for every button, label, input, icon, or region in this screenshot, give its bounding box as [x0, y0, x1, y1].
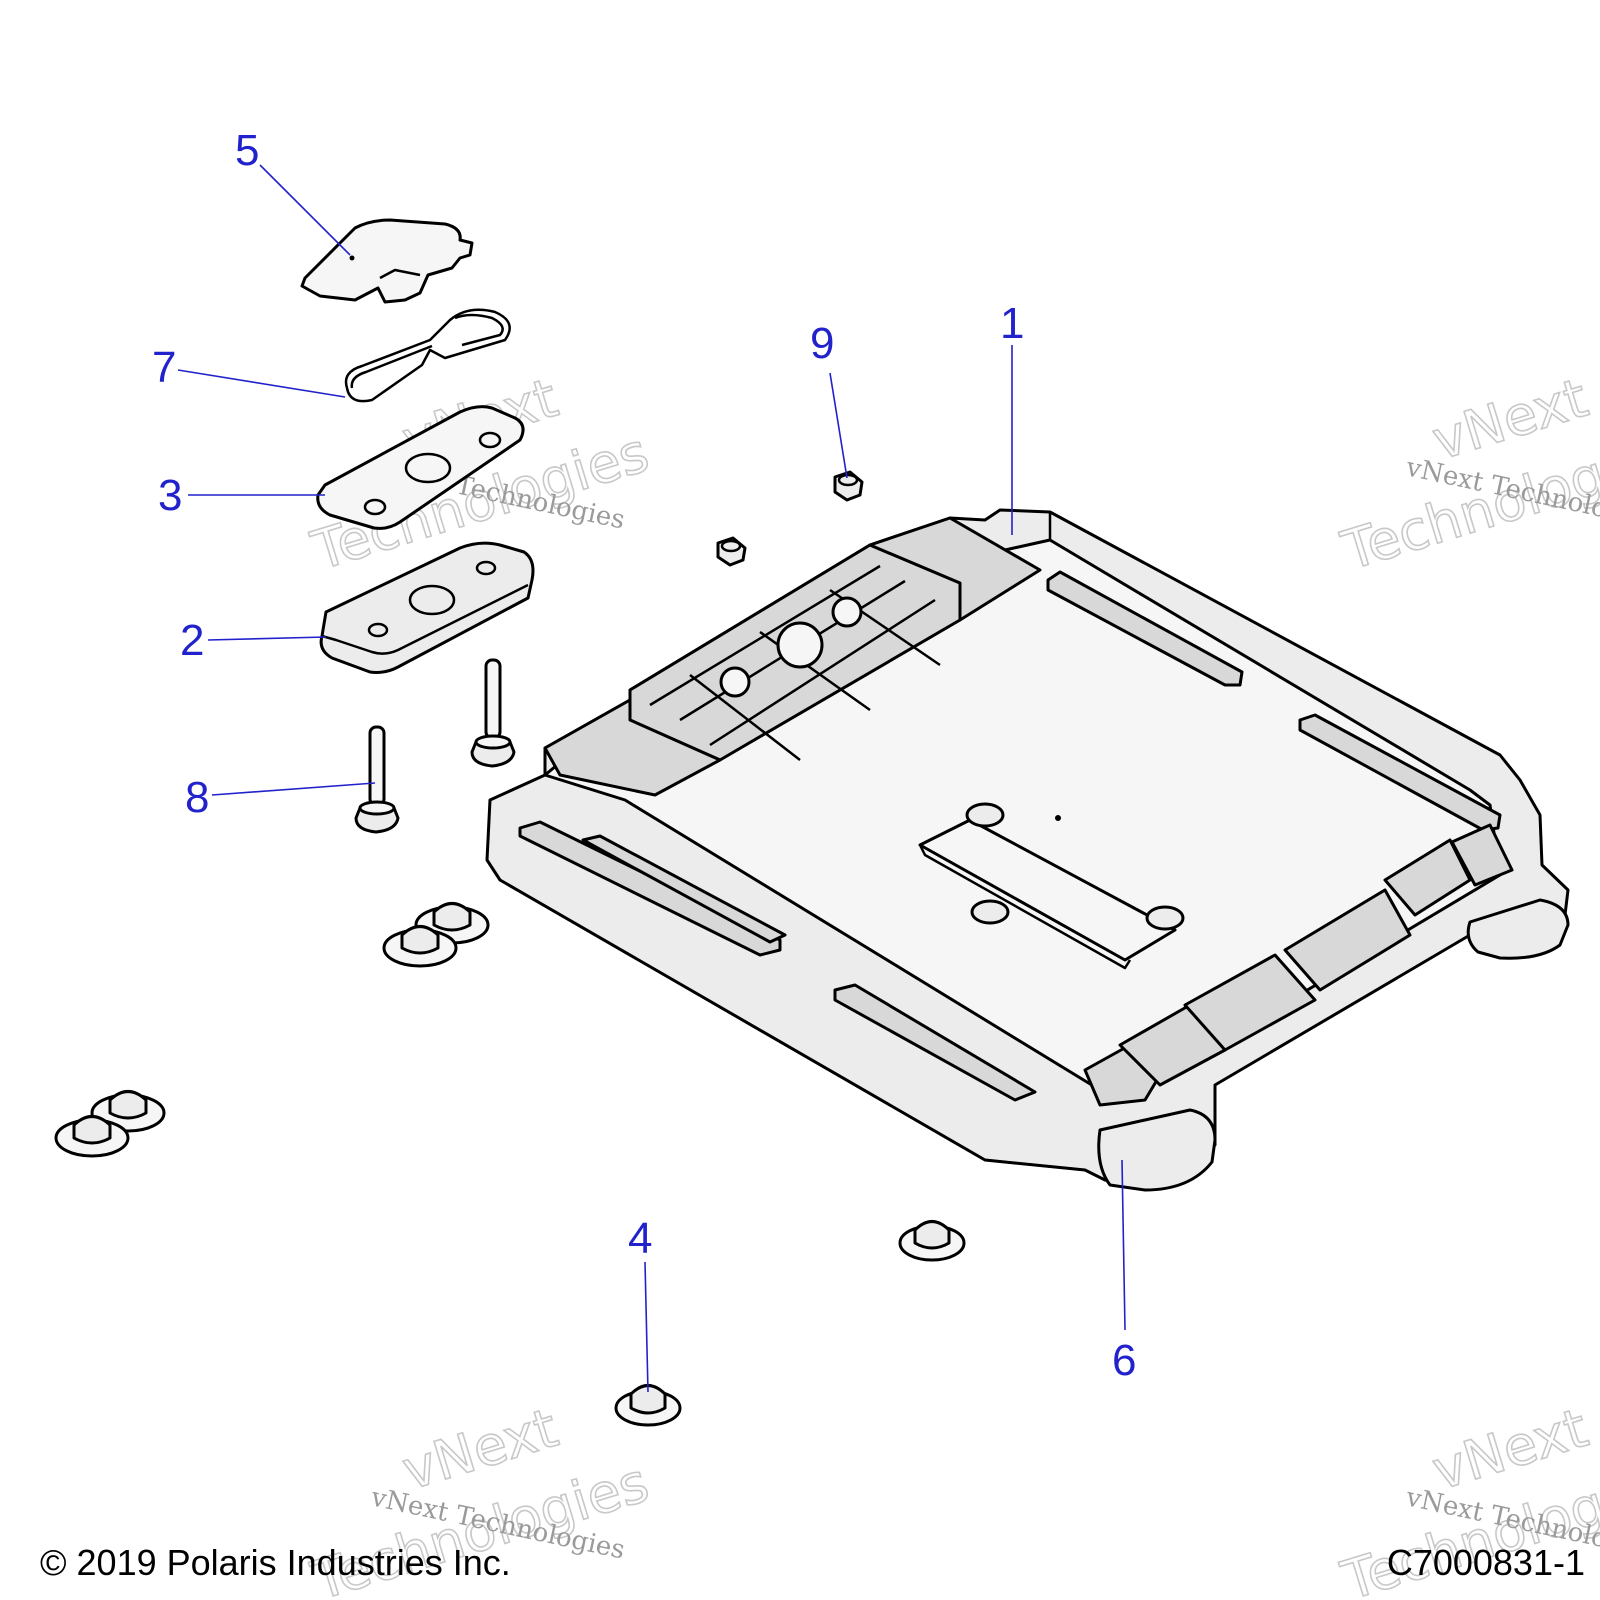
part-rivet-cluster-mid	[382, 902, 490, 968]
leader-6	[1121, 1159, 1126, 1331]
part-bolt-left	[354, 725, 400, 834]
callout-9: 9	[810, 319, 834, 368]
copyright-text: © 2019 Polaris Industries Inc.	[40, 1542, 511, 1583]
part-nut-lower	[716, 536, 747, 567]
callout-6: 6	[1112, 1336, 1136, 1385]
leader-9	[829, 372, 848, 479]
part-pad-lower	[319, 541, 535, 674]
leader-4	[644, 1261, 649, 1393]
part-rivet-single-bottom	[614, 1384, 682, 1427]
leader-8	[211, 782, 376, 796]
callout-5: 5	[235, 126, 259, 175]
callout-1: 1	[1000, 299, 1024, 348]
callout-2: 2	[180, 616, 204, 665]
leader-lines	[177, 164, 1126, 1393]
part-rivet-cluster-left	[54, 1090, 166, 1158]
leader-2	[207, 636, 327, 641]
callout-8: 8	[185, 773, 209, 822]
callout-3: 3	[158, 471, 182, 520]
part-seat-base	[485, 508, 1570, 1192]
part-latch-cover	[300, 218, 474, 304]
part-wire-clip	[344, 308, 511, 403]
leader-7	[177, 369, 346, 398]
callout-numbers: 5 7 3 2 8 9 1 6 4	[152, 126, 1136, 1385]
part-bolt-right	[470, 658, 516, 768]
callout-7: 7	[152, 343, 176, 392]
part-plate-upper	[316, 405, 525, 530]
part-rivet-single-mid	[898, 1220, 966, 1262]
part-nut-upper	[833, 470, 864, 502]
watermark-top-right: vNext Technologies vNext Technologies	[1334, 365, 1600, 583]
callout-4: 4	[628, 1214, 652, 1263]
drawing-number: C7000831-1	[1387, 1542, 1585, 1583]
leader-5	[259, 164, 351, 256]
